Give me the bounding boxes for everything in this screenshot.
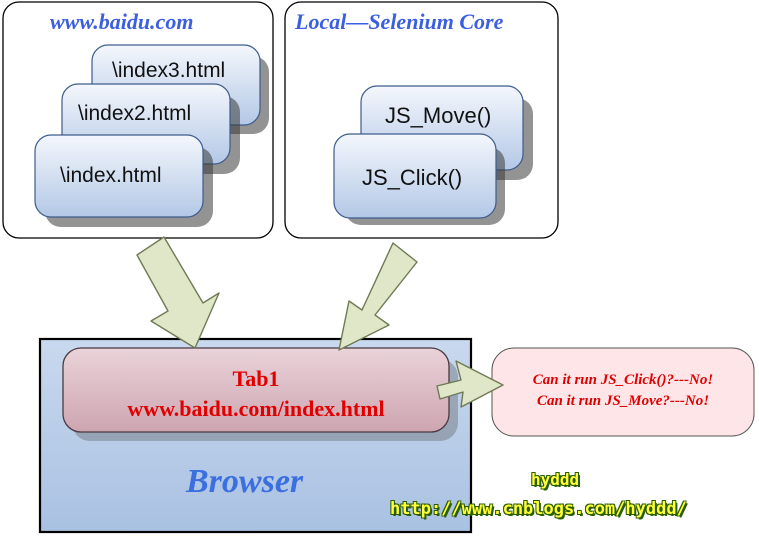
- tab-box: [62, 347, 458, 441]
- tab-text: Tab1 www.baidu.com/index.html: [63, 364, 449, 424]
- question-line-2: Can it run JS_Move?---No!: [536, 393, 710, 409]
- question-line-1: Can it run JS_Click()?---No!: [532, 372, 714, 388]
- page-label-index2: \index2.html: [78, 102, 192, 125]
- watermark-url: http://www.cnblogs.com/hyddd/: [390, 499, 687, 519]
- page-card-index: [34, 134, 213, 227]
- watermark-name: hyddd: [531, 470, 580, 489]
- question-text: Can it run JS_Click()?---No! Can it run …: [492, 370, 754, 412]
- tab-name: Tab1: [232, 366, 280, 391]
- question-box: [491, 347, 755, 437]
- arrow-remote-to-tab: [136, 236, 220, 349]
- function-label-click: JS_Click(): [362, 165, 463, 190]
- page-label-index: \index.html: [60, 164, 162, 187]
- tab-url: www.baidu.com/index.html: [127, 396, 385, 421]
- page-label-index3: \index3.html: [112, 59, 226, 82]
- arrow-tab-to-question: [436, 360, 504, 408]
- local-panel-title: Local—Selenium Core: [295, 9, 504, 34]
- function-card-click: [333, 133, 505, 225]
- function-label-move: JS_Move(): [385, 103, 492, 128]
- remote-panel-title: www.baidu.com: [50, 9, 194, 34]
- browser-label: Browser: [186, 463, 304, 500]
- arrow-local-to-tab: [338, 242, 418, 351]
